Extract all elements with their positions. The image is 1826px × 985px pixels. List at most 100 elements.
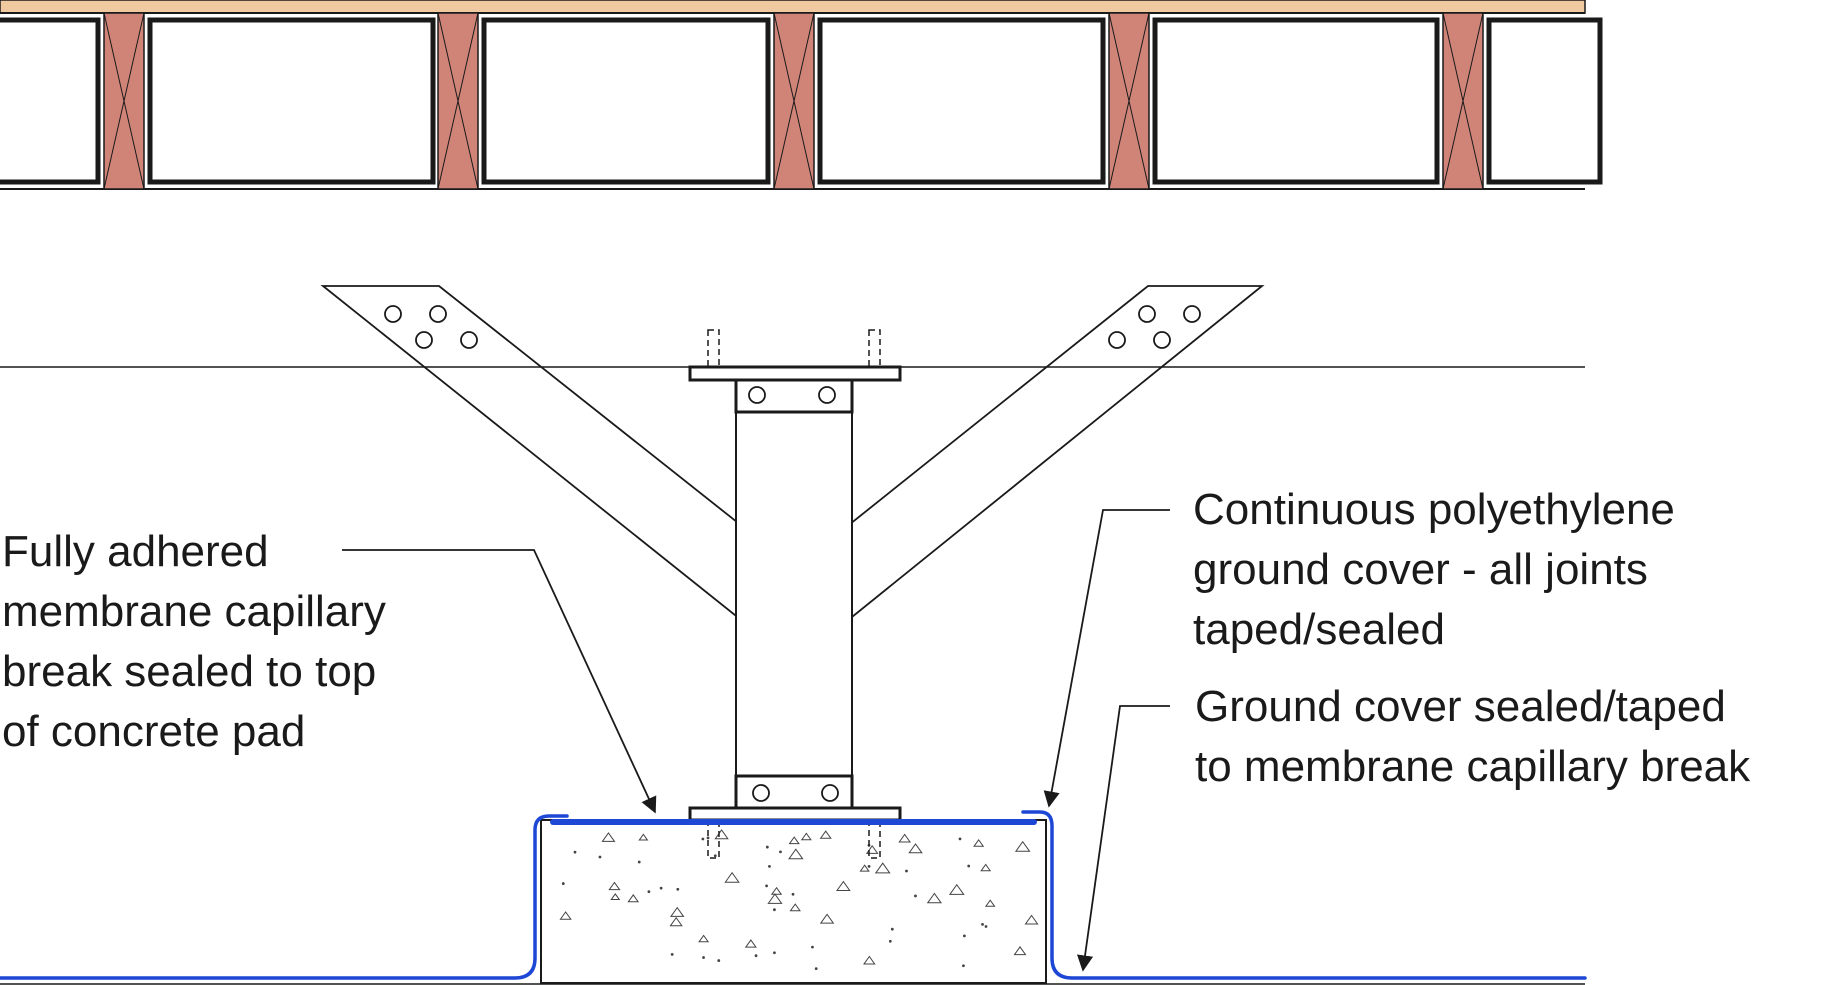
bottom-bearing-plate: [688, 806, 902, 822]
aggregate-dot: [573, 850, 577, 854]
aggregate-stone: [559, 911, 572, 920]
aggregate-stone: [669, 916, 683, 927]
joist-cross-line: [1442, 12, 1484, 190]
aggregate-dot: [670, 952, 674, 956]
aggregate-dot: [765, 884, 768, 888]
aggregate-dot: [659, 886, 663, 890]
post-body: [735, 379, 853, 809]
aggregate-dot: [773, 951, 776, 955]
aggregate-dot: [779, 850, 782, 854]
subfloor-sheathing: [0, 0, 1586, 14]
aggregate-stone: [898, 833, 912, 843]
membrane-callout-line: Fully adhered: [2, 527, 269, 576]
bolt-hole: [1183, 305, 1201, 323]
aggregate-dot: [981, 922, 984, 926]
insulation-bay: [0, 17, 101, 185]
aggregate-dot: [754, 954, 758, 958]
aggregate-dot: [598, 855, 602, 859]
polyethylene-callout-label: Continuous polyethylene ground cover - a…: [1193, 480, 1675, 660]
aggregate-dot: [791, 892, 795, 896]
aggregate-stone: [788, 848, 804, 860]
aggregate-dot: [962, 964, 965, 968]
insulation-bay: [1486, 17, 1603, 185]
bolt-hole: [460, 331, 478, 349]
aggregate-dot: [637, 860, 641, 864]
aggregate-stone: [770, 886, 783, 895]
membrane-callout-line: break sealed to top: [2, 647, 377, 696]
aggregate-stone: [601, 832, 616, 842]
polyethylene-callout-line: Continuous polyethylene: [1193, 485, 1675, 534]
aggregate-dot: [702, 956, 705, 959]
bolt-hole: [429, 305, 447, 323]
aggregate-stone: [863, 955, 876, 965]
bolt-hole: [748, 386, 766, 404]
aggregate-dot: [888, 939, 892, 943]
concrete-pad-body: [540, 819, 1047, 984]
insulation-bay: [481, 17, 771, 185]
aggregate-stone: [980, 863, 992, 872]
aggregate-dot: [561, 882, 565, 885]
aggregate-dot: [713, 854, 717, 858]
concrete-pad: [540, 819, 1047, 984]
bolt-hole: [415, 331, 433, 349]
aggregate-stone: [698, 934, 710, 943]
aggregate-dot: [676, 887, 680, 891]
polyethylene-callout-line: ground cover - all joints: [1193, 545, 1648, 594]
bolt-hole: [752, 784, 770, 802]
aggregate-dot: [647, 890, 651, 893]
aggregate-dot: [811, 945, 814, 949]
aggregate-dot: [890, 927, 894, 931]
aggregate-stone: [610, 893, 621, 901]
top-bearing-plate: [688, 365, 902, 382]
aggregate-dot: [706, 836, 710, 840]
aggregate-dot: [984, 925, 988, 928]
insulation-bays: [0, 17, 1603, 185]
bolt-hole: [384, 305, 402, 323]
sealed-callout-line: to membrane capillary break: [1195, 742, 1751, 791]
insulation-bay: [817, 17, 1106, 185]
aggregate-dot: [814, 967, 818, 971]
aggregate-stone: [608, 881, 621, 891]
aggregate-dot: [914, 894, 917, 898]
left-brace: [320, 285, 796, 665]
sealed-leader: [1077, 705, 1170, 972]
aggregate-stone: [865, 845, 879, 854]
aggregate-stone: [788, 836, 800, 845]
bolt-hole: [1108, 331, 1126, 349]
aggregate-stone: [724, 871, 740, 883]
aggregate-stone: [1013, 946, 1027, 956]
aggregate-stone: [789, 903, 801, 912]
floor-joists: [103, 12, 1484, 190]
aggregate-stone: [859, 864, 870, 872]
ground-cover-right: [1021, 810, 1587, 980]
aggregate-stone: [819, 913, 835, 924]
aggregate-dot: [905, 869, 908, 873]
joist-cross-line: [773, 12, 815, 190]
insulation-bay: [147, 17, 436, 185]
bolt-hole: [821, 784, 839, 802]
aggregate-stone: [819, 830, 832, 839]
aggregate-dot: [967, 864, 971, 868]
aggregate-stone: [800, 832, 812, 841]
aggregate-stone: [669, 906, 685, 917]
aggregate-stone: [836, 880, 851, 891]
aggregate-stone: [1014, 840, 1031, 852]
insulation-bay: [1152, 17, 1440, 185]
floor-assembly: [0, 0, 1603, 190]
sealed-callout-label: Ground cover sealed/taped to membrane ca…: [1195, 677, 1750, 797]
aggregate-dot: [768, 864, 771, 868]
aggregate-dot: [717, 959, 721, 962]
polyethylene-callout-line: taped/sealed: [1193, 605, 1445, 654]
joist-cross-line: [1108, 12, 1150, 190]
polyethylene-leader: [1043, 509, 1170, 808]
aggregate-dot: [701, 837, 705, 841]
aggregate-stone: [874, 862, 891, 874]
aggregate-stone: [973, 838, 985, 847]
bolt-hole: [1138, 305, 1156, 323]
joist-cross-line: [437, 12, 479, 190]
aggregate-dot: [765, 845, 769, 849]
aggregate-stone: [744, 939, 757, 948]
leader-lines: [342, 509, 1170, 972]
bolt-hole: [818, 386, 836, 404]
